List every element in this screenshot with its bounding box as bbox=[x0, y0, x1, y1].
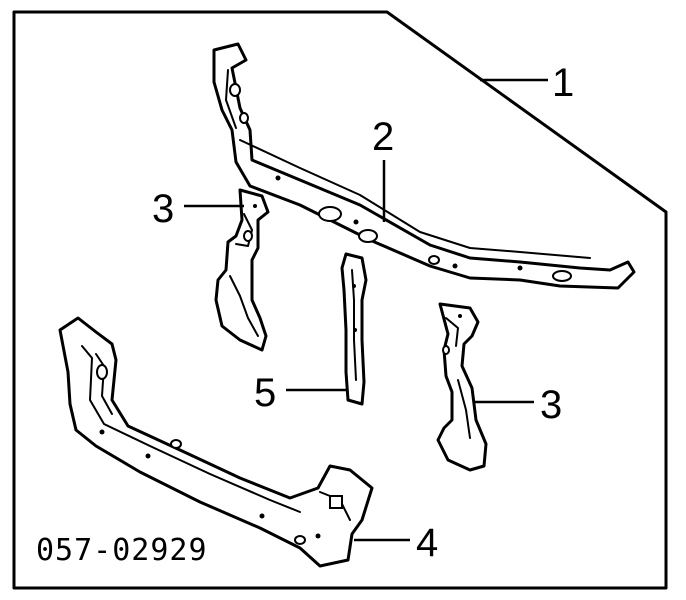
callout-5: 5 bbox=[254, 371, 276, 415]
center-stay bbox=[340, 252, 368, 406]
callout-4: 4 bbox=[416, 521, 438, 565]
upper-support-bar bbox=[212, 42, 636, 290]
side-bracket-right bbox=[436, 302, 488, 472]
lower-support-member bbox=[58, 316, 374, 568]
callout-3-left: 3 bbox=[152, 187, 174, 231]
part-code: 057-02929 bbox=[36, 533, 208, 568]
callout-2: 2 bbox=[372, 115, 394, 159]
callout-3-right: 3 bbox=[540, 383, 562, 427]
callout-1: 1 bbox=[552, 61, 574, 105]
side-bracket-left bbox=[214, 188, 270, 352]
